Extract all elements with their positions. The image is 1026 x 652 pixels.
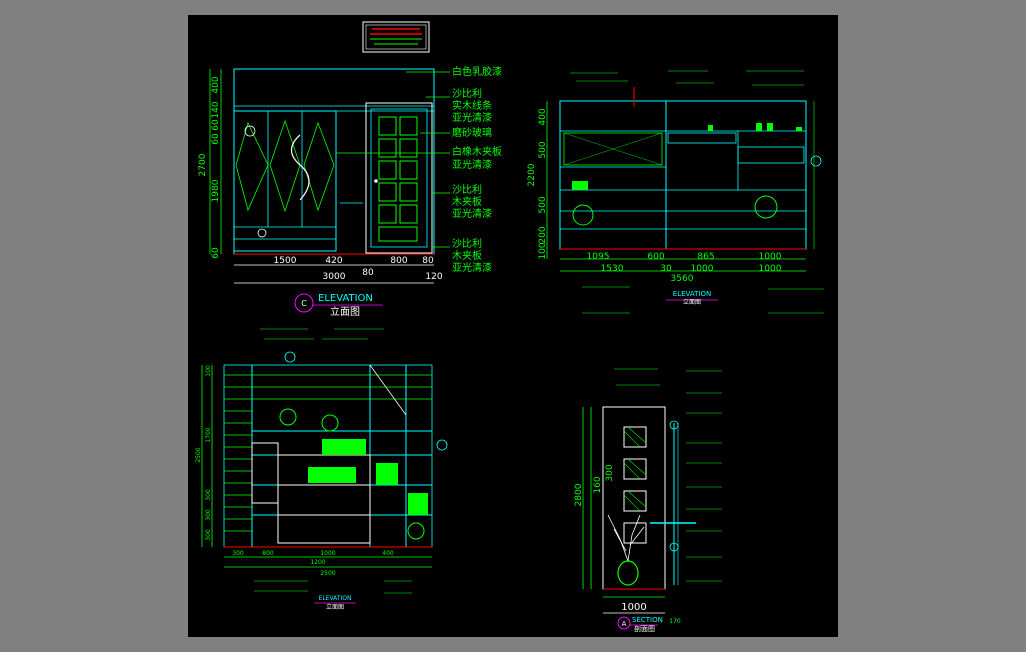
dimension-label: 300 (232, 550, 244, 557)
drawing-title: ELEVATION (318, 293, 373, 304)
dimension-label: 2500 (195, 447, 202, 462)
dimension-label: 300 (605, 464, 615, 481)
note-label: 亚光清漆 (452, 261, 492, 274)
note-label: 木夹板 (452, 249, 482, 262)
dimension-label: 170 (669, 618, 681, 625)
elevation-tr (546, 70, 824, 314)
dimension-label: 1200 (310, 559, 325, 566)
elevation-c (209, 68, 450, 313)
dimension-label: 30 (660, 264, 672, 274)
cad-viewport[interactable]: 白色乳胶漆沙比利实木线条亚光清漆磨砂玻璃白橡木夹板亚光清漆沙比利木夹板亚光清漆沙… (188, 15, 838, 637)
section-tag: C (301, 299, 307, 308)
title-stamp (362, 21, 430, 53)
drawing-subtitle: 立面图 (683, 298, 701, 306)
dimension-label: 2700 (198, 153, 208, 176)
drawing-subtitle: 立面图 (330, 305, 360, 318)
note-label: 亚光清漆 (452, 207, 492, 220)
dimension-label: 100 (538, 242, 548, 259)
dimension-label: 865 (697, 252, 714, 262)
note-label: 沙比利 (452, 184, 482, 196)
dimension-label: 1700 (205, 427, 212, 442)
drawing-subtitle: 剖面图 (634, 624, 655, 633)
elevation-bl (201, 328, 448, 604)
drawing-subtitle: 立面图 (326, 603, 344, 611)
drawing-title: SECTION (632, 616, 663, 624)
dimension-label: 500 (538, 141, 548, 158)
dimension-label: 1000 (759, 252, 782, 262)
dimension-label: 400 (538, 108, 548, 125)
cad-drawing: 白色乳胶漆沙比利实木线条亚光清漆磨砂玻璃白橡木夹板亚光清漆沙比利木夹板亚光清漆沙… (195, 21, 824, 633)
dimension-label: 160 (593, 476, 603, 493)
note-label: 木夹板 (452, 195, 482, 208)
note-label: 亚光清漆 (452, 158, 492, 171)
dimension-label: 140 (211, 101, 221, 118)
note-label: 沙比利 (452, 238, 482, 250)
dimension-label: 120 (425, 272, 442, 282)
dimension-label: 1980 (211, 179, 221, 202)
note-label: 磨砂玻璃 (452, 126, 492, 139)
text-layer: 白色乳胶漆沙比利实木线条亚光清漆磨砂玻璃白橡木夹板亚光清漆沙比利木夹板亚光清漆沙… (195, 65, 782, 633)
dimension-label: 3000 (323, 272, 346, 282)
dimension-label: 420 (325, 256, 342, 266)
note-label: 沙比利 (452, 88, 482, 100)
dimension-label: 300 (205, 529, 212, 541)
dimension-label: 3560 (671, 274, 694, 284)
dimension-label: 100 (205, 365, 212, 377)
dimension-label: 80 (422, 256, 434, 266)
dimension-label: 800 (262, 550, 274, 557)
dimension-label: 1500 (274, 256, 297, 266)
dimension-label: 600 (647, 252, 664, 262)
dimension-label: 300 (205, 509, 212, 521)
dimension-label: 60 (211, 119, 221, 131)
dimension-label: 2800 (574, 483, 584, 506)
note-label: 白色乳胶漆 (452, 65, 502, 78)
dimension-label: 2500 (320, 570, 335, 577)
drawing-title: ELEVATION (319, 595, 352, 602)
note-label: 实木线条 (452, 99, 492, 112)
dimension-label: 500 (538, 196, 548, 213)
dimension-label: 1530 (601, 264, 624, 274)
note-label: 白橡木夹板 (452, 145, 502, 158)
drawing-title: ELEVATION (673, 290, 711, 298)
dimension-label: 60 (211, 133, 221, 145)
dimension-label: 1000 (621, 602, 646, 613)
dimension-label: 1000 (691, 264, 714, 274)
section-a (582, 368, 722, 630)
dimension-label: 1000 (759, 264, 782, 274)
dimension-label: 400 (382, 550, 394, 557)
dimension-label: 1095 (587, 252, 610, 262)
dimension-label: 800 (390, 256, 407, 266)
dimension-label: 60 (211, 247, 221, 259)
dimension-label: 1000 (320, 550, 335, 557)
dimension-label: 200 (538, 226, 548, 243)
note-label: 亚光清漆 (452, 111, 492, 124)
dimension-label: 2200 (527, 163, 537, 186)
dimension-label: 80 (362, 268, 374, 278)
section-tag: A (622, 620, 627, 628)
dimension-label: 300 (205, 489, 212, 501)
dimension-label: 400 (211, 76, 221, 93)
